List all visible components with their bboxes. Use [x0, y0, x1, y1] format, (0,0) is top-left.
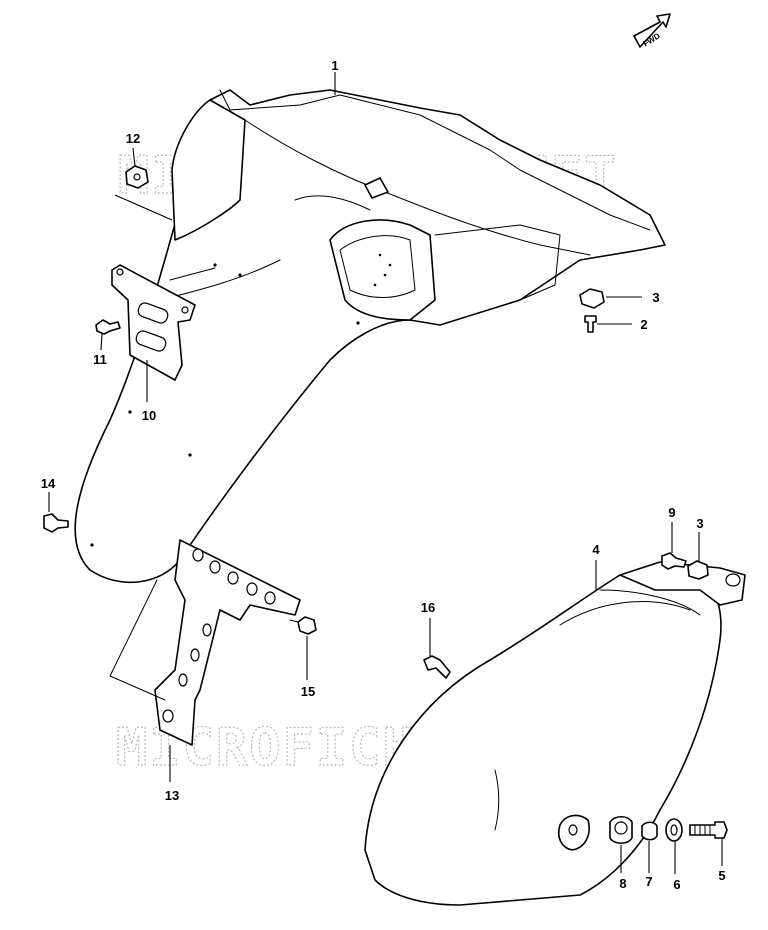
- screw-part-11: [95, 319, 121, 335]
- callout-4: 4: [592, 542, 600, 557]
- callout-14: 14: [41, 476, 56, 491]
- screw-part-16: [423, 655, 451, 679]
- nut-part-3-upper: [579, 288, 605, 309]
- callout-16: 16: [421, 600, 435, 615]
- callout-1: 1: [331, 58, 338, 73]
- screw-part-9: [661, 552, 687, 570]
- grommet-part-8: [609, 815, 633, 845]
- screw-part-14: [43, 513, 69, 533]
- washer-part-6: [665, 818, 683, 842]
- callout-10: 10: [142, 408, 156, 423]
- collar-part-7: [641, 821, 658, 841]
- callout-3-lower: 3: [696, 516, 703, 531]
- fwd-arrow-icon: FWD: [633, 13, 671, 48]
- callout-8: 8: [619, 876, 626, 891]
- callout-6: 6: [673, 877, 680, 892]
- callout-11: 11: [93, 352, 107, 367]
- screw-part-15: [289, 616, 317, 635]
- callout-9: 9: [668, 505, 675, 520]
- callout-7: 7: [645, 874, 652, 889]
- bolt-part-5: [689, 821, 728, 839]
- screw-part-2: [584, 315, 597, 333]
- callout-13: 13: [165, 788, 179, 803]
- leader-lines: [48, 72, 723, 874]
- callout-5: 5: [718, 868, 725, 883]
- front-fender-part-4: [364, 561, 746, 906]
- bracket-part-10: [111, 264, 196, 381]
- callout-2: 2: [640, 317, 647, 332]
- license-bracket-part-13: [109, 539, 301, 746]
- nut-part-3-lower: [687, 560, 709, 580]
- callout-12: 12: [126, 131, 140, 146]
- callout-3-upper: 3: [652, 290, 659, 305]
- callout-15: 15: [301, 684, 315, 699]
